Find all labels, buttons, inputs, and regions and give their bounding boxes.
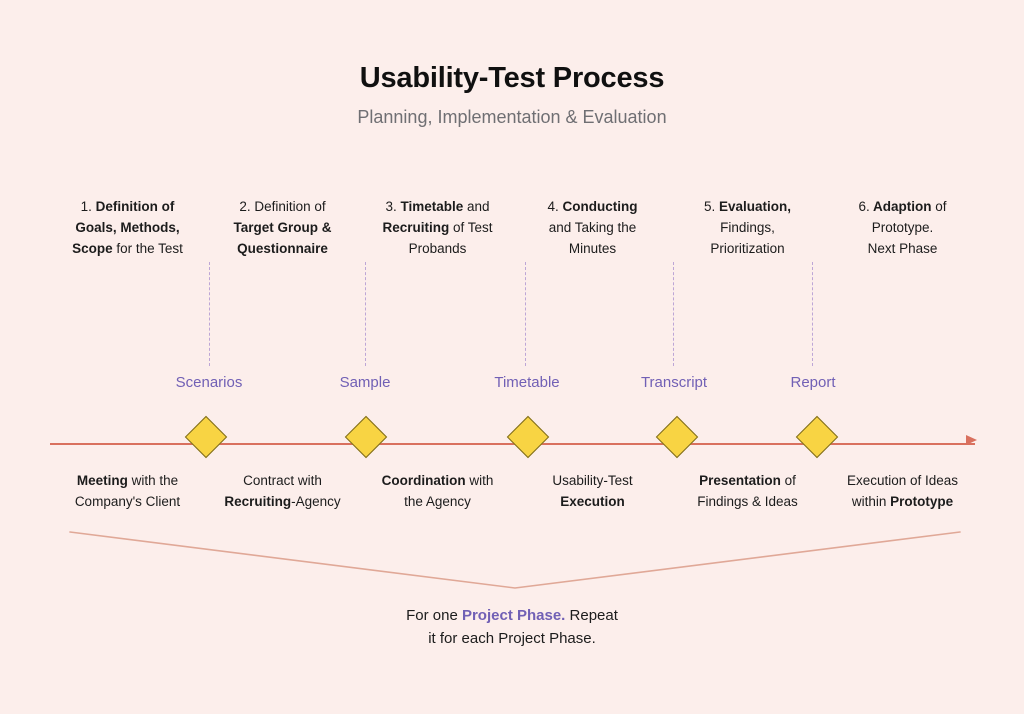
deliverable-label-timetable: Timetable <box>494 374 560 391</box>
phase-1-line-2: Goals, Methods, <box>75 220 180 235</box>
milestone-6-line-2: within Prototype <box>851 494 954 509</box>
phase-divider-5 <box>812 262 813 366</box>
milestone-column-3: Coordination with the Agency <box>360 470 515 512</box>
project-phase-bracket <box>69 531 961 589</box>
milestone-diamond-2 <box>344 415 388 459</box>
footer-line-1: For one Project Phase. Repeat <box>406 607 618 624</box>
phase-3-line-2: Recruiting of Test <box>382 220 493 235</box>
phase-4-line-2: and Taking the <box>548 220 637 235</box>
milestone-diamond-3 <box>506 415 550 459</box>
milestone-2-line-2: Recruiting-Agency <box>224 494 341 509</box>
milestone-diamond-4 <box>655 415 699 459</box>
milestone-5-line-1: Presentation of <box>699 473 796 488</box>
deliverable-label-transcript: Transcript <box>640 374 708 391</box>
phase-column-5: 5. Evaluation, Findings, Prioritization <box>670 196 825 259</box>
phase-divider-3 <box>525 262 526 366</box>
milestone-3-line-1: Coordination with <box>381 473 494 488</box>
footer-line-2: it for each Project Phase. <box>428 630 596 647</box>
phase-divider-2 <box>365 262 366 366</box>
phase-6-line-2: Prototype. <box>871 220 934 235</box>
milestone-4-line-1: Usability-Test <box>552 473 633 488</box>
timeline-arrow-icon <box>966 435 977 445</box>
milestone-row: Meeting with the Company's Client Contra… <box>50 470 980 512</box>
milestone-diamond-5 <box>795 415 839 459</box>
phase-1-line-1: 1. Definition of <box>80 199 175 214</box>
milestone-column-2: Contract with Recruiting-Agency <box>205 470 360 512</box>
phase-5-line-1: 5. Evaluation, <box>703 199 792 214</box>
milestone-1-line-2: Company's Client <box>74 494 181 509</box>
page-subtitle: Planning, Implementation & Evaluation <box>357 107 667 127</box>
footer-accent: Project Phase. <box>461 607 566 624</box>
deliverable-label-report: Report <box>790 374 836 391</box>
milestone-3-line-2: the Agency <box>404 494 471 509</box>
header: Usability-Test Process Planning, Impleme… <box>0 62 1024 128</box>
phase-1-line-3: Scope for the Test <box>72 241 183 256</box>
phase-4-line-3: Minutes <box>568 241 617 256</box>
phase-row: 1. Definition of Goals, Methods, Scope f… <box>50 196 980 259</box>
milestone-6-line-1: Execution of Ideas <box>846 473 959 488</box>
phase-column-4: 4. Conducting and Taking the Minutes <box>515 196 670 259</box>
phase-2-line-2: Target Group & <box>233 220 332 235</box>
milestone-column-5: Presentation of Findings & Ideas <box>670 470 825 512</box>
milestone-column-4: Usability-Test Execution <box>515 470 670 512</box>
phase-divider-1 <box>209 262 210 366</box>
page-title: Usability-Test Process <box>359 62 665 94</box>
deliverable-label-scenarios: Scenarios <box>175 374 243 391</box>
milestone-1-line-1: Meeting with the <box>76 473 179 488</box>
phase-3-line-3: Probands <box>408 241 467 256</box>
phase-5-line-3: Prioritization <box>710 241 785 256</box>
phase-2-line-3: Questionnaire <box>237 241 328 256</box>
phase-divider-4 <box>673 262 674 366</box>
timeline-axis <box>50 443 975 445</box>
footer-note: For one Project Phase. Repeat it for eac… <box>0 604 1024 650</box>
phase-3-line-1: 3. Timetable and <box>385 199 490 214</box>
phase-6-line-3: Next Phase <box>867 241 938 256</box>
phase-column-6: 6. Adaption of Prototype. Next Phase <box>825 196 980 259</box>
phase-6-line-1: 6. Adaption of <box>858 199 947 214</box>
milestone-diamond-1 <box>184 415 228 459</box>
phase-4-line-1: 4. Conducting <box>547 199 638 214</box>
phase-2-line-1: 2. Definition of <box>239 199 326 214</box>
phase-5-line-2: Findings, <box>720 220 775 235</box>
milestone-2-line-1: Contract with <box>243 473 322 488</box>
milestone-5-line-2: Findings & Ideas <box>697 494 798 509</box>
milestone-4-line-2: Execution <box>560 494 625 509</box>
phase-column-3: 3. Timetable and Recruiting of Test Prob… <box>360 196 515 259</box>
phase-column-1: 1. Definition of Goals, Methods, Scope f… <box>50 196 205 259</box>
phase-column-2: 2. Definition of Target Group & Question… <box>205 196 360 259</box>
milestone-column-1: Meeting with the Company's Client <box>50 470 205 512</box>
milestone-column-6: Execution of Ideas within Prototype <box>825 470 980 512</box>
deliverable-label-sample: Sample <box>339 374 391 391</box>
